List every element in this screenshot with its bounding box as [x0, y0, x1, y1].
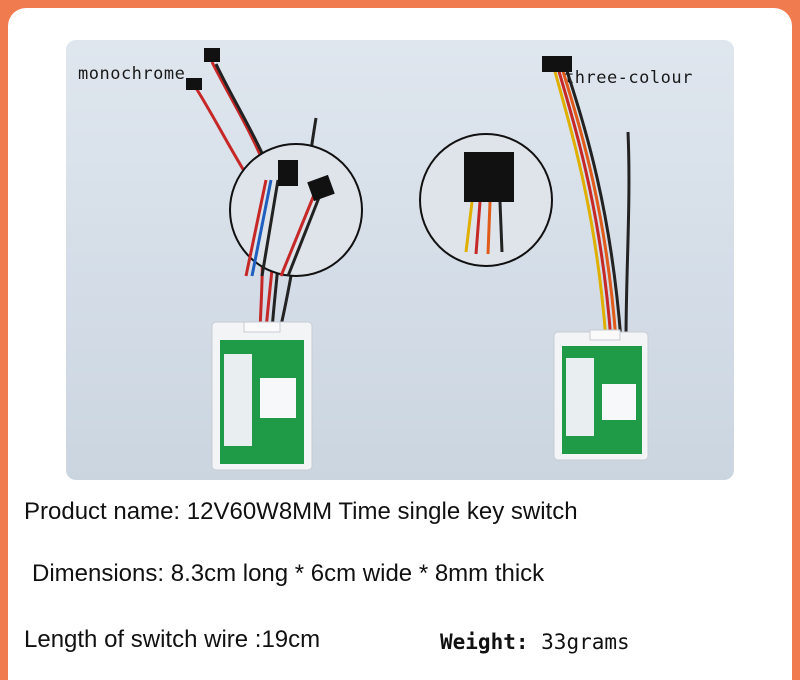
product-photo: monochrome three-colour — [66, 40, 734, 480]
product-name-row: Product name: 12V60W8MM Time single key … — [24, 498, 578, 526]
switch-illustration — [186, 48, 649, 471]
wire-length-value: :19cm — [248, 626, 321, 653]
product-name-label: Product name: — [24, 498, 181, 525]
three-colour-label: three-colour — [564, 68, 693, 88]
product-name-value: 12V60W8MM Time single key switch — [180, 498, 578, 525]
wire-length-row: Length of switch wire :19cm — [24, 626, 320, 654]
three-colour-zoom-circle — [419, 133, 553, 267]
weight-label: Weight: — [440, 630, 529, 654]
monochrome-zoom-circle — [229, 143, 363, 277]
three-colour-wires — [552, 67, 631, 341]
connector-icon — [186, 78, 202, 90]
monochrome-board — [211, 321, 313, 471]
connector-icon — [542, 56, 572, 72]
dimensions-label: Dimensions: — [32, 560, 165, 587]
weight-row: Weight: 33grams — [440, 630, 630, 654]
weight-value: 33grams — [528, 630, 630, 654]
connector-icon — [204, 48, 220, 62]
monochrome-label: monochrome — [78, 64, 186, 84]
dimensions-row: Dimensions: 8.3cm long * 6cm wide * 8mm … — [32, 560, 544, 588]
three-colour-board — [553, 329, 649, 461]
wire-length-label: Length of switch wire — [24, 626, 249, 653]
dimensions-value: 8.3cm long * 6cm wide * 8mm thick — [164, 560, 545, 587]
